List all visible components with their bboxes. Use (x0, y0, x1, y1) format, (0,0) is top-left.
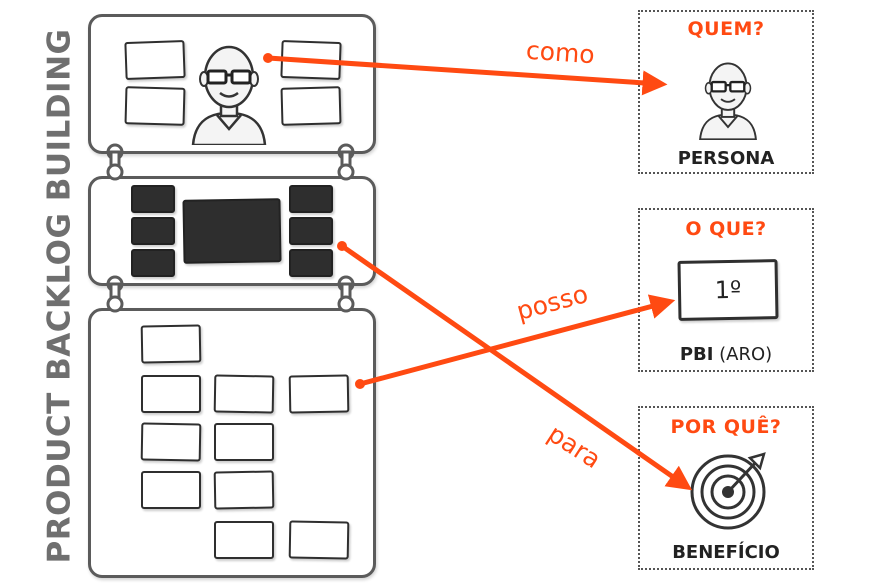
dark-sticky-note (289, 249, 333, 277)
sticky-note (214, 423, 274, 461)
sticky-note (213, 374, 275, 414)
panel-backlog-items (88, 308, 376, 578)
persona-face-icon (699, 62, 757, 140)
sticky-note (213, 470, 275, 510)
box-oque: O QUE? 1º PBI (ARO) (638, 208, 814, 372)
sticky-note (124, 86, 186, 126)
dark-sticky-note (131, 185, 175, 213)
box-oque-footer-bold: PBI (679, 344, 714, 365)
box-quem: QUEM? PERSONA (638, 10, 814, 174)
box-oque-footer-rest: (ARO) (713, 344, 773, 365)
pbi-card-text: 1º (714, 275, 742, 305)
box-quem-heading: QUEM? (687, 18, 765, 40)
box-oque-heading: O QUE? (685, 218, 767, 240)
dark-sticky-note (131, 249, 175, 277)
box-porque-footer: BENEFÍCIO (672, 542, 780, 563)
pbi-card: 1º (677, 259, 779, 321)
sticky-note (140, 422, 202, 462)
box-porque-heading: POR QUÊ? (670, 416, 782, 438)
box-porque: POR QUÊ? BENEFÍCIO (638, 406, 814, 570)
dark-feature-block (182, 198, 282, 264)
link-label-como: como (525, 35, 596, 70)
panel-features (88, 176, 376, 286)
sticky-note (288, 520, 350, 560)
box-quem-footer: PERSONA (677, 148, 775, 169)
sticky-note (280, 39, 342, 81)
sticky-note (141, 375, 201, 413)
vertical-title: PRODUCT BACKLOG BUILDING (34, 18, 84, 574)
box-oque-footer: PBI (ARO) (640, 344, 812, 365)
arrow-para (339, 243, 693, 491)
sticky-note (141, 471, 201, 509)
dark-sticky-note (289, 185, 333, 213)
link-label-posso: posso (513, 279, 592, 326)
target-icon (690, 452, 766, 530)
vertical-title-text: PRODUCT BACKLOG BUILDING (41, 28, 78, 564)
sticky-note (214, 521, 274, 559)
dark-sticky-note (131, 217, 175, 245)
sticky-note (280, 86, 342, 126)
sticky-note (140, 324, 202, 364)
link-label-para: para (542, 418, 607, 475)
sticky-note (288, 374, 350, 414)
persona-face-icon (191, 45, 267, 145)
arrow-posso (357, 294, 676, 387)
panel-personas (88, 14, 376, 154)
sticky-note (124, 39, 186, 81)
dark-sticky-note (289, 217, 333, 245)
